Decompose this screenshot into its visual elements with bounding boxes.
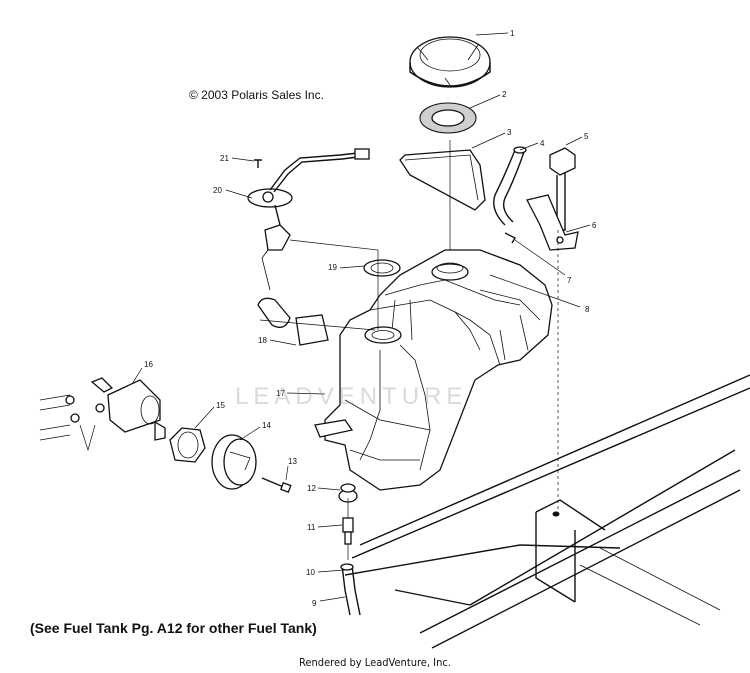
label-6: 6 bbox=[592, 221, 597, 230]
foam-pad-icon bbox=[295, 314, 329, 346]
label-4: 4 bbox=[540, 139, 545, 148]
grommet-icon bbox=[338, 483, 358, 503]
label-20: 20 bbox=[213, 186, 222, 195]
label-15: 15 bbox=[216, 401, 225, 410]
label-9: 9 bbox=[312, 599, 317, 608]
copyright-text: © 2003 Polaris Sales Inc. bbox=[189, 88, 324, 102]
label-21: 21 bbox=[220, 154, 229, 163]
pad-icon bbox=[399, 149, 486, 211]
screw-icon bbox=[261, 477, 292, 493]
label-8: 8 bbox=[585, 305, 590, 314]
bracket-icon bbox=[526, 194, 579, 251]
label-13: 13 bbox=[288, 457, 297, 466]
shutoff-valve-icon bbox=[342, 498, 354, 560]
label-5: 5 bbox=[584, 132, 589, 141]
see-note: (See Fuel Tank Pg. A12 for other Fuel Ta… bbox=[30, 620, 317, 636]
fuel-cap-icon bbox=[409, 36, 491, 88]
label-7: 7 bbox=[567, 276, 572, 285]
label-2: 2 bbox=[502, 90, 507, 99]
cap-gasket-icon bbox=[419, 102, 477, 134]
fuel-sender-icon bbox=[247, 148, 370, 328]
vent-hose-icon bbox=[493, 146, 527, 226]
label-12: 12 bbox=[307, 484, 316, 493]
nut-icon bbox=[169, 427, 206, 463]
fuel-line-icon bbox=[340, 563, 361, 616]
footer-rendered-by: Rendered by LeadVenture, Inc. bbox=[299, 656, 451, 669]
label-17: 17 bbox=[276, 389, 285, 398]
label-3: 3 bbox=[507, 128, 512, 137]
watermark-logo: LEADVENTURE bbox=[235, 383, 468, 410]
frame-rails bbox=[344, 374, 750, 649]
label-1: 1 bbox=[510, 29, 515, 38]
clip-icon bbox=[504, 232, 516, 244]
sender-gasket-icon bbox=[363, 259, 401, 277]
part-labels: 1 2 3 4 5 6 7 8 9 10 11 12 13 14 15 16 1… bbox=[131, 29, 597, 608]
label-18: 18 bbox=[258, 336, 267, 345]
fuel-filter-icon bbox=[39, 377, 166, 452]
label-19: 19 bbox=[328, 263, 337, 272]
filter-cover-icon bbox=[211, 434, 257, 490]
label-11: 11 bbox=[307, 523, 316, 532]
label-16: 16 bbox=[144, 360, 153, 369]
label-10: 10 bbox=[306, 568, 315, 577]
label-14: 14 bbox=[262, 421, 271, 430]
fuel-tank-body bbox=[314, 249, 553, 491]
